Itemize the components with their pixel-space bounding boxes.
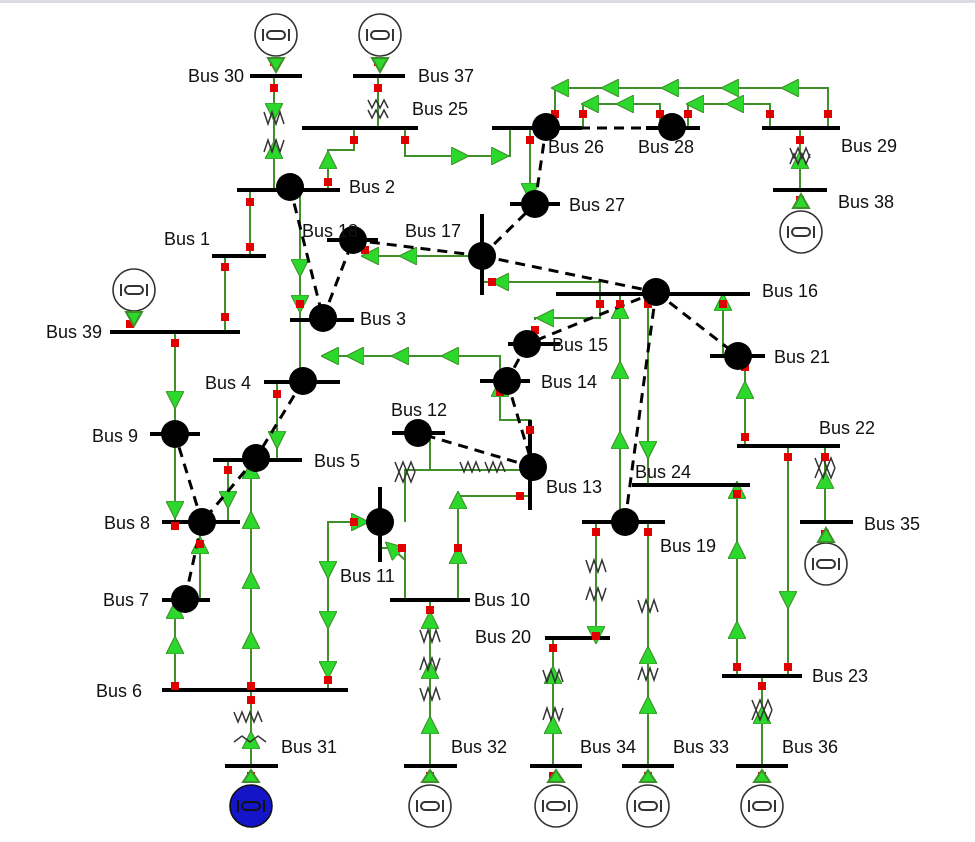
bus-22-label: Bus 22 bbox=[819, 418, 875, 438]
bus-15-label: Bus 15 bbox=[552, 335, 608, 355]
bus-33-label: Bus 33 bbox=[673, 737, 729, 757]
generators bbox=[112, 13, 848, 828]
line-10-13 bbox=[457, 495, 530, 600]
bus-17-label: Bus 17 bbox=[405, 221, 461, 241]
transformer-icon bbox=[542, 667, 564, 723]
line-26-29 bbox=[554, 87, 829, 128]
bus-11-label: Bus 11 bbox=[340, 566, 395, 586]
fault-node-icon bbox=[289, 367, 317, 395]
arrow-10-11 bbox=[392, 548, 406, 561]
fault-nodes bbox=[161, 113, 752, 613]
bus-35-label: Bus 35 bbox=[864, 514, 920, 534]
line-25-26 bbox=[404, 128, 511, 157]
bus-30-label: Bus 30 bbox=[188, 66, 244, 86]
line-15-16 bbox=[534, 294, 601, 320]
bus-26-label: Bus 26 bbox=[548, 137, 604, 157]
transformer-icon bbox=[394, 459, 416, 485]
generator-icon bbox=[229, 784, 273, 828]
bus-labels: Bus 30 Bus 37 Bus 25 Bus 26 Bus 28 Bus 2… bbox=[46, 66, 920, 757]
generator-icon bbox=[740, 784, 784, 828]
transformer-icon bbox=[585, 557, 607, 603]
bus-14-label: Bus 14 bbox=[541, 372, 597, 392]
fault-node-icon bbox=[161, 420, 189, 448]
bus-19-label: Bus 19 bbox=[660, 536, 716, 556]
bus-2-label: Bus 2 bbox=[349, 177, 395, 197]
bus-24-label: Bus 24 bbox=[635, 462, 691, 482]
bus-37-label: Bus 37 bbox=[418, 66, 474, 86]
bus-16-label: Bus 16 bbox=[762, 281, 818, 301]
fault-node-icon bbox=[611, 508, 639, 536]
bus-29-label: Bus 29 bbox=[841, 136, 897, 156]
fault-node-icon bbox=[404, 419, 432, 447]
generator-icon bbox=[254, 13, 298, 57]
transformer-icon bbox=[233, 709, 267, 743]
transformer-icon bbox=[459, 459, 506, 475]
fault-node-icon bbox=[366, 508, 394, 536]
bus-5-label: Bus 5 bbox=[314, 451, 360, 471]
bus-36-label: Bus 36 bbox=[782, 737, 838, 757]
generator-icon bbox=[804, 542, 848, 586]
bus-31-label: Bus 31 bbox=[281, 737, 337, 757]
bus-39-label: Bus 39 bbox=[46, 322, 102, 342]
line-6-11 bbox=[327, 521, 380, 690]
transformer-icon bbox=[814, 455, 836, 481]
bus-21-label: Bus 21 bbox=[774, 347, 830, 367]
fault-node-icon bbox=[242, 444, 270, 472]
fault-node-icon bbox=[468, 242, 496, 270]
fault-node-icon bbox=[658, 113, 686, 141]
fault-node-icon bbox=[188, 508, 216, 536]
transformer-icon bbox=[263, 109, 285, 155]
generator-icon bbox=[626, 784, 670, 828]
generator-icon bbox=[534, 784, 578, 828]
line-4-14 bbox=[330, 355, 501, 380]
transformer-icon bbox=[367, 98, 389, 120]
bus-7-label: Bus 7 bbox=[103, 590, 149, 610]
window-top-border bbox=[0, 0, 975, 3]
generator-icon bbox=[112, 268, 156, 312]
fault-node-icon bbox=[493, 367, 521, 395]
fault-node-icon bbox=[724, 342, 752, 370]
transformer-icon bbox=[751, 697, 773, 723]
transformer-icon bbox=[789, 145, 811, 167]
transmission-lines bbox=[174, 78, 829, 766]
fault-node-icon bbox=[171, 585, 199, 613]
bus-23-label: Bus 23 bbox=[812, 666, 868, 686]
bus-12-label: Bus 12 bbox=[391, 400, 447, 420]
fault-node-icon bbox=[642, 278, 670, 306]
bus-4-label: Bus 4 bbox=[205, 373, 251, 393]
transformer-icon bbox=[637, 597, 659, 683]
bus-10-label: Bus 10 bbox=[474, 590, 530, 610]
bus-8-label: Bus 8 bbox=[104, 513, 150, 533]
bus-25-label: Bus 25 bbox=[412, 99, 468, 119]
bus-1-label: Bus 1 bbox=[164, 229, 210, 249]
fault-node-icon bbox=[339, 226, 367, 254]
bus-6-label: Bus 6 bbox=[96, 681, 142, 701]
line-12-11 bbox=[404, 434, 431, 522]
bus-28-label: Bus 28 bbox=[638, 137, 694, 157]
generator-icon bbox=[358, 13, 402, 57]
bus-13-label: Bus 13 bbox=[546, 477, 602, 497]
transformers bbox=[233, 98, 836, 743]
bus-34-label: Bus 34 bbox=[580, 737, 636, 757]
fault-node-icon bbox=[513, 330, 541, 358]
bus-18-label: Bus 18 bbox=[302, 221, 358, 241]
generator-icon bbox=[779, 210, 823, 254]
bus-27-label: Bus 27 bbox=[569, 195, 625, 215]
fault-node-icon bbox=[521, 190, 549, 218]
fault-node-icon bbox=[276, 173, 304, 201]
bus-32-label: Bus 32 bbox=[451, 737, 507, 757]
bus-20-label: Bus 20 bbox=[475, 627, 531, 647]
breakers bbox=[126, 58, 832, 780]
buses bbox=[110, 74, 853, 768]
fault-node-icon bbox=[519, 453, 547, 481]
bus-9-label: Bus 9 bbox=[92, 426, 138, 446]
bus-38-label: Bus 38 bbox=[838, 192, 894, 212]
generator-icon bbox=[408, 784, 452, 828]
fault-node-icon bbox=[309, 304, 337, 332]
fault-node-icon bbox=[532, 113, 560, 141]
bus-3-label: Bus 3 bbox=[360, 309, 406, 329]
transformer-icon bbox=[419, 627, 441, 703]
dashed-path bbox=[173, 126, 739, 600]
